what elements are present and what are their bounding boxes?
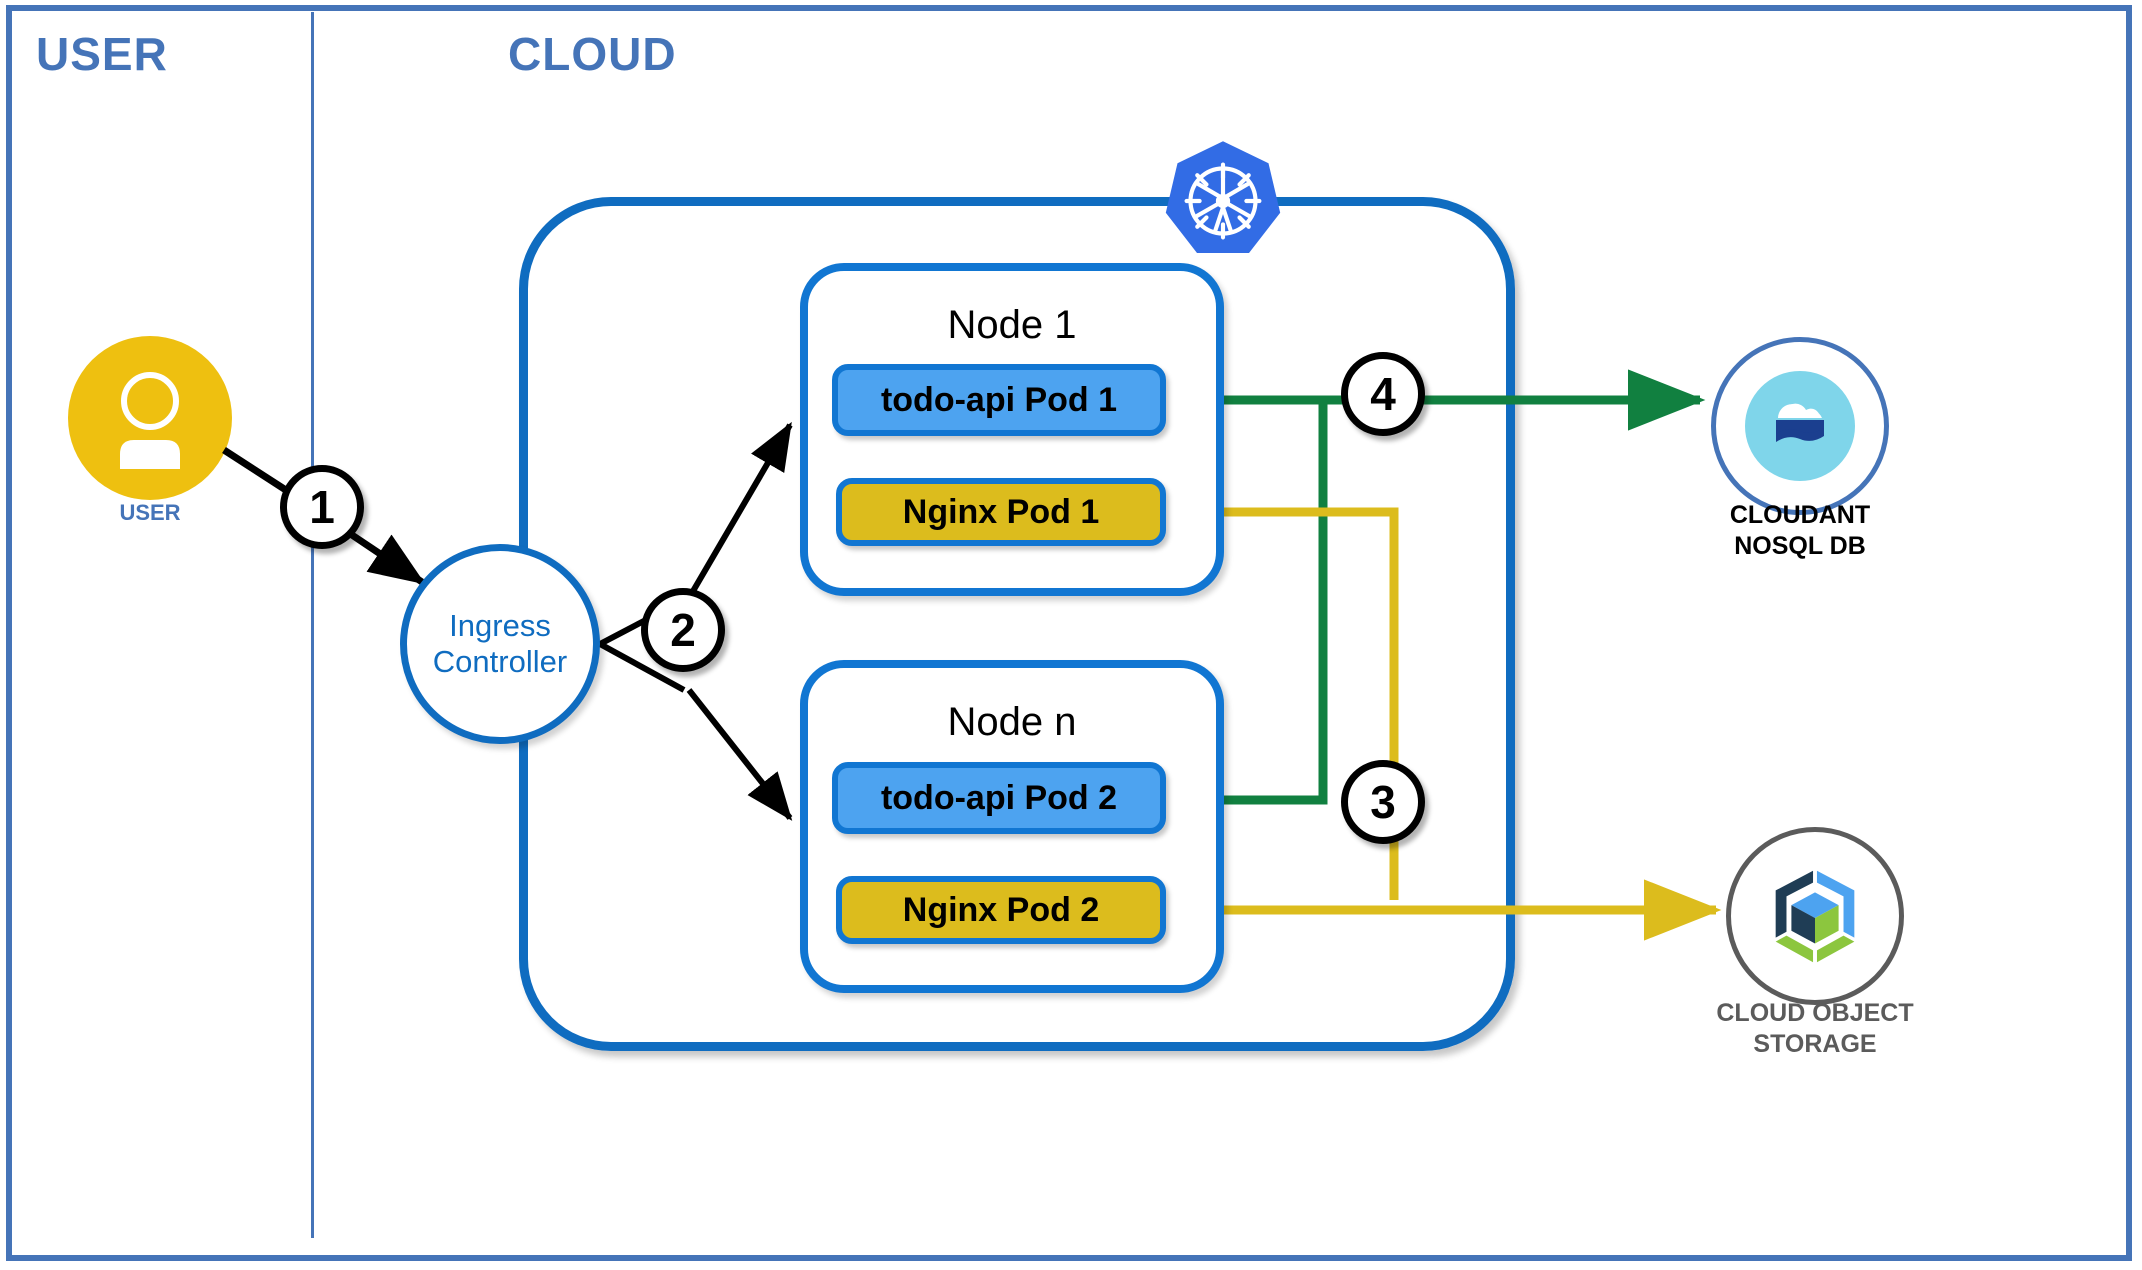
kubernetes-helm-icon bbox=[1158, 136, 1288, 271]
cloud-object-storage-service-node[interactable] bbox=[1726, 827, 1904, 1005]
cloud-object-storage-service-label: CLOUD OBJECT STORAGE bbox=[1716, 999, 1914, 1059]
cloudant-database-icon bbox=[1745, 371, 1855, 481]
step-badge-2: 2 bbox=[641, 588, 725, 672]
node-n-title: Node n bbox=[947, 700, 1077, 744]
object-storage-cube-icon bbox=[1775, 870, 1855, 963]
step-badge-1: 1 bbox=[280, 465, 364, 549]
step-badge-3: 3 bbox=[1341, 760, 1425, 844]
cloudant-service-label: CLOUDANT NOSQL DB bbox=[1729, 501, 1871, 561]
pod-nginx-2[interactable]: Nginx Pod 2 bbox=[836, 876, 1166, 944]
ingress-label-line1: Ingress bbox=[449, 608, 551, 644]
cloud-zone-title: CLOUD bbox=[508, 28, 677, 80]
node-1-title: Node 1 bbox=[947, 303, 1077, 347]
zone-divider bbox=[311, 12, 314, 1238]
ingress-label-line2: Controller bbox=[432, 644, 568, 679]
ingress-controller-node[interactable]: Ingress Controller bbox=[400, 544, 600, 744]
user-zone-title: USER bbox=[36, 28, 168, 80]
pod-todo-api-1[interactable]: todo-api Pod 1 bbox=[832, 364, 1166, 436]
cloudant-service-node[interactable] bbox=[1711, 337, 1889, 515]
step-badge-4: 4 bbox=[1341, 352, 1425, 436]
pod-todo-api-2[interactable]: todo-api Pod 2 bbox=[832, 762, 1166, 834]
user-avatar bbox=[68, 336, 232, 500]
diagram-outer-frame bbox=[6, 5, 2132, 1261]
user-label: USER bbox=[119, 500, 181, 525]
pod-nginx-1[interactable]: Nginx Pod 1 bbox=[836, 478, 1166, 546]
person-icon bbox=[120, 372, 180, 469]
